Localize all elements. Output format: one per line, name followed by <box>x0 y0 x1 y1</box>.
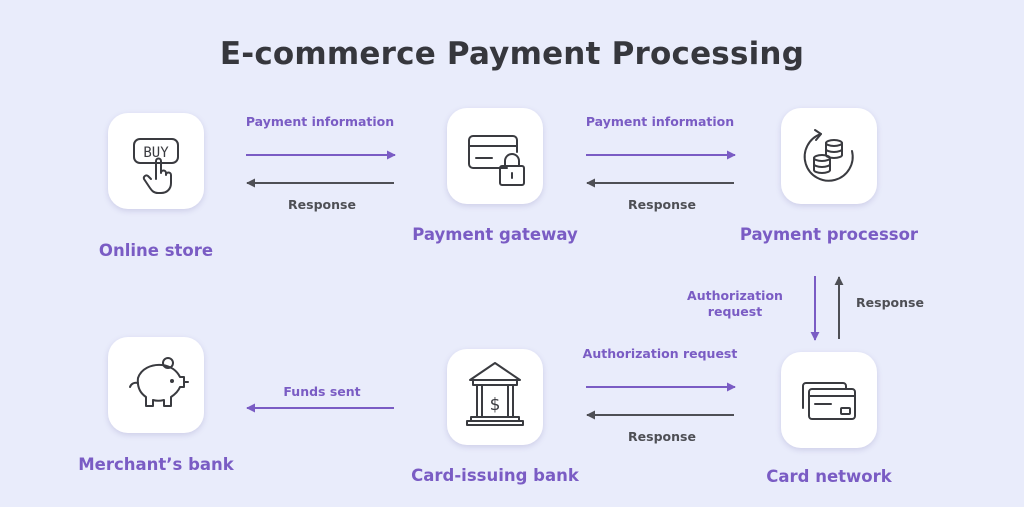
node-label-card-network: Card network <box>766 467 892 486</box>
node-online-store: BUY <box>108 113 204 209</box>
edge-label-network-to-processor: Response <box>856 295 924 310</box>
page-title: E-commerce Payment Processing <box>219 36 805 72</box>
coins-cycle-icon <box>803 129 854 182</box>
svg-text:BUY: BUY <box>143 145 169 161</box>
edge-label-issuer-to-network: Authorization request <box>582 346 738 361</box>
buy-click-icon: BUY <box>133 138 179 194</box>
node-merchants-bank <box>108 337 204 433</box>
edge-label-gateway-to-store: Response <box>288 197 356 212</box>
cards-icon <box>802 382 856 420</box>
card-lock-icon <box>468 135 525 186</box>
edge-label-store-to-gateway: Payment information <box>245 114 395 129</box>
svg-text:$: $ <box>490 395 501 415</box>
node-label-merchants-bank: Merchant’s bank <box>78 455 234 474</box>
node-card-issuing-bank: $ <box>447 349 543 445</box>
edge-label-processor-to-gateway: Response <box>628 197 696 212</box>
node-payment-processor <box>781 108 877 204</box>
edge-label-network-to-issuer: Response <box>628 429 696 444</box>
node-card-network <box>781 352 877 448</box>
edge-label-issuer-to-merchant: Funds sent <box>283 384 361 399</box>
bank-icon: $ <box>466 362 524 426</box>
edge-label-processor-to-network: Authorization request <box>687 288 783 319</box>
edge-label-gateway-to-processor: Payment information <box>585 114 735 129</box>
node-label-payment-gateway: Payment gateway <box>412 225 578 244</box>
node-payment-gateway <box>447 108 543 204</box>
node-label-card-issuing-bank: Card-issuing bank <box>411 466 579 485</box>
piggy-bank-icon <box>129 357 189 407</box>
node-label-online-store: Online store <box>98 241 214 260</box>
node-label-payment-processor: Payment processor <box>739 225 919 244</box>
